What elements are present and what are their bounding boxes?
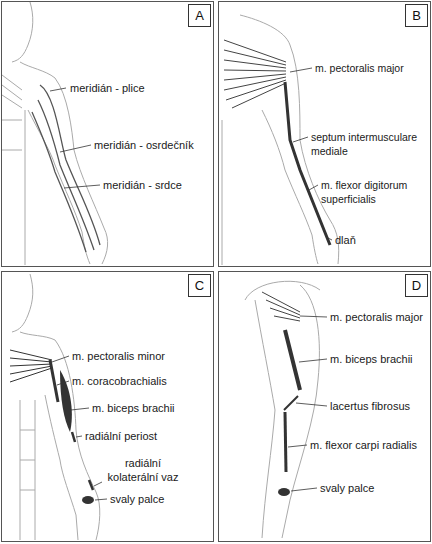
panel-letter-text: C (195, 278, 204, 293)
anatomy-label: meridián - osrdečník (94, 138, 194, 152)
anatomy-label: lacertus fibrosus (330, 399, 410, 413)
biceps (60, 370, 72, 432)
biceps (285, 330, 300, 390)
leader-lines (50, 88, 100, 188)
anatomy-label: m. biceps brachii (330, 352, 413, 366)
panel-letter: A (188, 4, 211, 27)
anatomy-label: meridián - srdce (103, 178, 182, 192)
anatomy-label: m. coracobrachialis (72, 374, 167, 388)
panel-letter: C (188, 274, 211, 297)
anatomy-label: dlaň (335, 233, 356, 247)
septum-band (285, 82, 330, 245)
anatomy-label: radiální periost (85, 429, 157, 443)
anatomy-label: meridián - plice (70, 81, 145, 95)
lacertus (284, 396, 298, 410)
anatomy-label: m. flexor carpi radialis (310, 438, 417, 452)
meridian-lines (32, 85, 100, 252)
coracobrachialis (50, 360, 58, 402)
ligament (89, 480, 93, 490)
anatomy-label: svaly palce (110, 492, 164, 506)
panel-letter-text: D (412, 278, 421, 293)
arm-outline (12, 274, 100, 540)
leader-lines (288, 316, 327, 491)
flexor-carpi (285, 412, 286, 472)
pectoralis-minor (10, 350, 52, 382)
arm-outline (245, 281, 320, 538)
anatomy-label: m. pectoralis minor (72, 349, 165, 363)
panel-letter-text: A (195, 8, 204, 23)
anatomy-label: septum intermusculare mediale (311, 130, 429, 158)
panel-letter: D (405, 274, 428, 297)
arm-outline (2, 2, 108, 265)
panel-letter-text: B (412, 8, 421, 23)
anatomy-label: radiální kolaterální vaz (104, 456, 182, 484)
pectoralis-fan (224, 40, 286, 108)
pectoralis-fan (262, 292, 300, 321)
panel-letter: B (405, 4, 428, 27)
anatomy-label: m. biceps brachii (92, 401, 175, 415)
anatomy-label: svaly palce (320, 481, 374, 495)
anatomy-label: m. flexor digitorum superficialis (321, 178, 429, 206)
periost (72, 432, 75, 442)
anatomy-label: m. pectoralis major (315, 61, 404, 75)
thumb-muscles (278, 488, 290, 496)
anatomy-label: m. pectoralis major (330, 310, 423, 324)
thumb-muscles (82, 496, 94, 504)
